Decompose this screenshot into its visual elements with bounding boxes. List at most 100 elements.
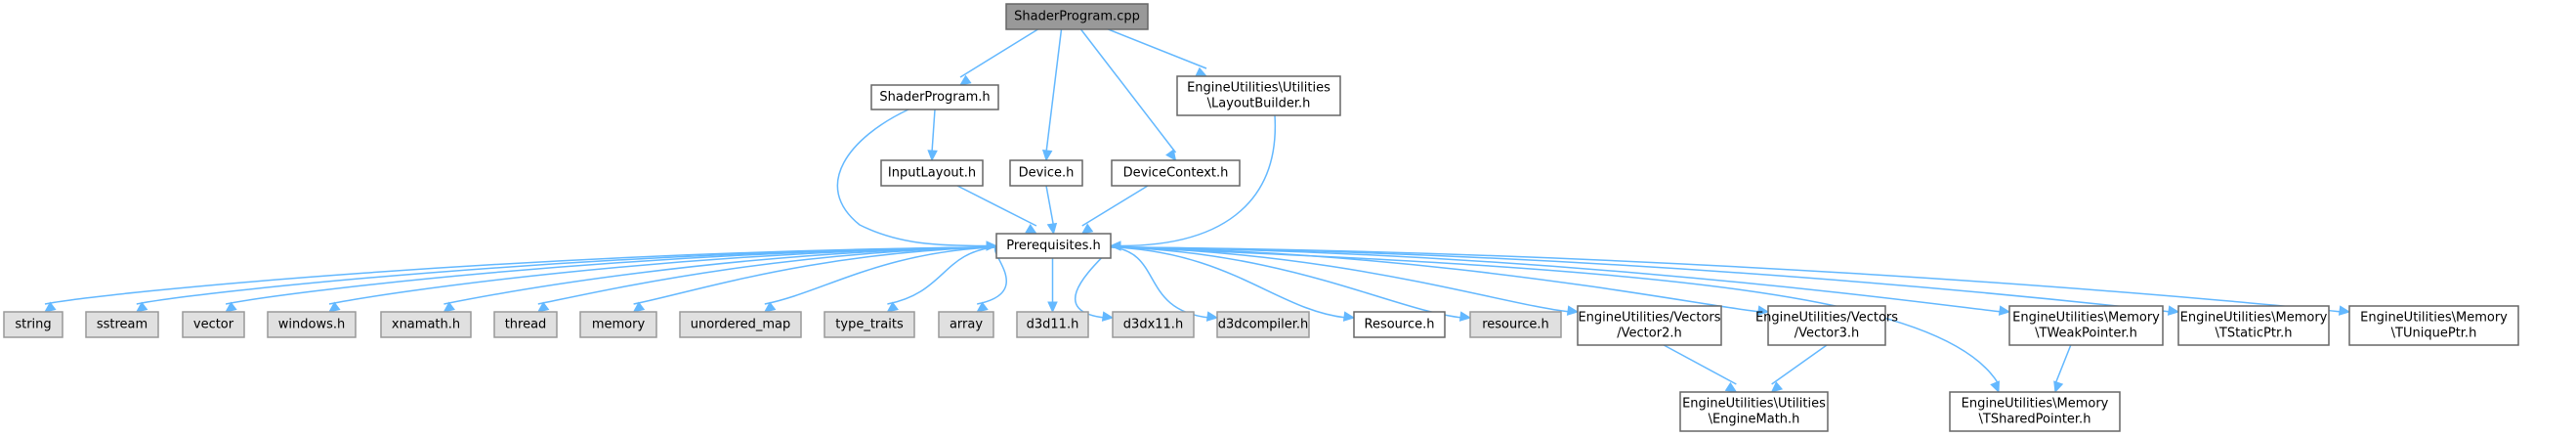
arrowhead-icon bbox=[1041, 149, 1053, 162]
node-box bbox=[1016, 311, 1089, 338]
edge-line bbox=[959, 28, 1038, 78]
node-label: EngineUtilities\Utilities bbox=[1682, 397, 1826, 412]
arrowhead-icon bbox=[976, 301, 989, 313]
edge-line bbox=[1081, 185, 1149, 227]
node-box bbox=[679, 311, 802, 338]
node-thread[interactable]: thread bbox=[493, 311, 558, 338]
edge-prerequisites-h-to-d3dcompiler-h bbox=[1110, 246, 1219, 322]
edge-line bbox=[1079, 28, 1177, 153]
edge-line bbox=[836, 109, 988, 247]
node-d3dx11-h[interactable]: d3dx11.h bbox=[1112, 311, 1195, 338]
node-label: windows.h bbox=[278, 318, 345, 332]
arrowhead-icon bbox=[1566, 305, 1580, 316]
arrowhead-icon bbox=[1205, 311, 1219, 322]
node-Resource-h[interactable]: Resource.h bbox=[1353, 311, 1446, 338]
node-tsharedpointer-h[interactable]: EngineUtilities\Memory\TSharedPointer.h bbox=[1949, 391, 2121, 432]
edge-line bbox=[136, 246, 997, 305]
node-box bbox=[870, 84, 999, 110]
edge-line bbox=[1110, 246, 2343, 313]
arrowhead-icon bbox=[1998, 305, 2011, 316]
node-memory[interactable]: memory bbox=[579, 311, 657, 338]
node-type-traits[interactable]: type_traits bbox=[823, 311, 915, 338]
edge-prerequisites-h-to-thread bbox=[536, 246, 997, 313]
node-label: \TSharedPointer.h bbox=[1979, 413, 2091, 427]
node-resource-h[interactable]: resource.h bbox=[1469, 311, 1562, 338]
arrowhead-icon bbox=[1195, 66, 1208, 77]
node-label: Prerequisites.h bbox=[1006, 239, 1100, 253]
edge-shaderprogram-h-to-inputlayout-h bbox=[927, 109, 938, 162]
node-label: type_traits bbox=[835, 318, 904, 332]
edge-line bbox=[225, 246, 997, 305]
node-label: /Vector3.h bbox=[1795, 327, 1859, 341]
edge-prerequisites-h-to-tstaticptr-h bbox=[1110, 246, 2180, 316]
edge-vector3-h-to-enginemath-h bbox=[1770, 344, 1828, 393]
arrowhead-icon bbox=[2167, 305, 2180, 316]
arrowhead-icon bbox=[1756, 305, 1770, 316]
arrowhead-icon bbox=[1025, 224, 1037, 235]
node-string[interactable]: string bbox=[3, 311, 63, 338]
node-label: \EngineMath.h bbox=[1709, 413, 1800, 427]
arrowhead-icon bbox=[1165, 149, 1177, 161]
node-box bbox=[1577, 305, 1722, 346]
node-prerequisites-h[interactable]: Prerequisites.h bbox=[995, 233, 1112, 259]
arrowhead-icon bbox=[632, 301, 646, 313]
node-xnamath-h[interactable]: xnamath.h bbox=[380, 311, 472, 338]
edge-prerequisites-h-to-array bbox=[976, 246, 1007, 313]
edge-line bbox=[1110, 246, 2172, 313]
node-box bbox=[995, 233, 1112, 259]
node-array[interactable]: array bbox=[938, 311, 994, 338]
node-tstaticptr-h[interactable]: EngineUtilities\Memory\TStaticPtr.h bbox=[2177, 305, 2330, 346]
arrowhead-icon bbox=[1046, 222, 1058, 236]
node-box bbox=[1469, 311, 1562, 338]
node-inputlayout-h[interactable]: InputLayout.h bbox=[880, 159, 984, 187]
edge-line bbox=[1045, 185, 1055, 227]
node-tweakpointer-h[interactable]: EngineUtilities\Memory\TWeakPointer.h bbox=[2008, 305, 2164, 346]
node-enginemath-h[interactable]: EngineUtilities\Utilities\EngineMath.h bbox=[1679, 391, 1829, 432]
edge-prerequisites-h-to-string bbox=[44, 246, 997, 313]
node-vector[interactable]: vector bbox=[182, 311, 245, 338]
edge-line bbox=[1119, 114, 1277, 247]
node-shaderprogram-cpp[interactable]: ShaderProgram.cpp bbox=[1005, 3, 1149, 30]
node-box bbox=[1111, 159, 1241, 187]
node-box bbox=[880, 159, 984, 187]
node-vector2-h[interactable]: EngineUtilities/Vectors/Vector2.h bbox=[1577, 305, 1722, 346]
arrowhead-icon bbox=[959, 74, 972, 86]
edge-prerequisites-h-to-tweakpointer-h bbox=[1110, 246, 2011, 316]
node-label: EngineUtilities/Vectors bbox=[1578, 311, 1720, 326]
node-shaderprogram-h[interactable]: ShaderProgram.h bbox=[870, 84, 999, 110]
edge-prerequisites-h-to-d3d11-h bbox=[1047, 258, 1058, 314]
edge-prerequisites-h-to-memory bbox=[632, 246, 997, 313]
node-vector3-h[interactable]: EngineUtilities/Vectors/Vector3.h bbox=[1755, 305, 1898, 346]
node-box bbox=[1176, 75, 1341, 116]
node-box bbox=[2348, 305, 2519, 346]
node-d3d11-h[interactable]: d3d11.h bbox=[1016, 311, 1089, 338]
node-box bbox=[1216, 311, 1310, 338]
node-label: d3dcompiler.h bbox=[1218, 318, 1309, 332]
arrowhead-icon bbox=[1458, 311, 1472, 322]
arrowhead-icon bbox=[927, 150, 938, 162]
node-box bbox=[2177, 305, 2330, 346]
node-device-h[interactable]: Device.h bbox=[1009, 159, 1083, 187]
node-label: \LayoutBuilder.h bbox=[1207, 97, 1311, 111]
edge-line bbox=[537, 246, 997, 305]
edge-line bbox=[1110, 246, 1347, 319]
edge-shaderprogram-cpp-to-devicecontext-h bbox=[1079, 28, 1177, 161]
node-label: memory bbox=[592, 318, 646, 332]
node-label: /Vector2.h bbox=[1617, 327, 1681, 341]
edge-line bbox=[1771, 344, 1828, 385]
edge-line bbox=[931, 109, 936, 153]
node-box bbox=[267, 311, 357, 338]
node-devicecontext-h[interactable]: DeviceContext.h bbox=[1111, 159, 1241, 187]
node-label: EngineUtilities\Memory bbox=[2180, 311, 2328, 326]
node-windows-h[interactable]: windows.h bbox=[267, 311, 357, 338]
node-label: xnamath.h bbox=[392, 318, 460, 332]
node-tuniqueptr-h[interactable]: EngineUtilities\Memory\TUniquePtr.h bbox=[2348, 305, 2519, 346]
node-d3dcompiler-h[interactable]: d3dcompiler.h bbox=[1216, 311, 1310, 338]
node-label: InputLayout.h bbox=[888, 166, 976, 181]
arrowhead-icon bbox=[2338, 305, 2351, 316]
edge-shaderprogram-cpp-to-shaderprogram-h bbox=[959, 28, 1038, 86]
node-sstream[interactable]: sstream bbox=[85, 311, 159, 338]
node-unordered-map[interactable]: unordered_map bbox=[679, 311, 802, 338]
node-layoutbuilder-h[interactable]: EngineUtilities\Utilities\LayoutBuilder.… bbox=[1176, 75, 1341, 116]
